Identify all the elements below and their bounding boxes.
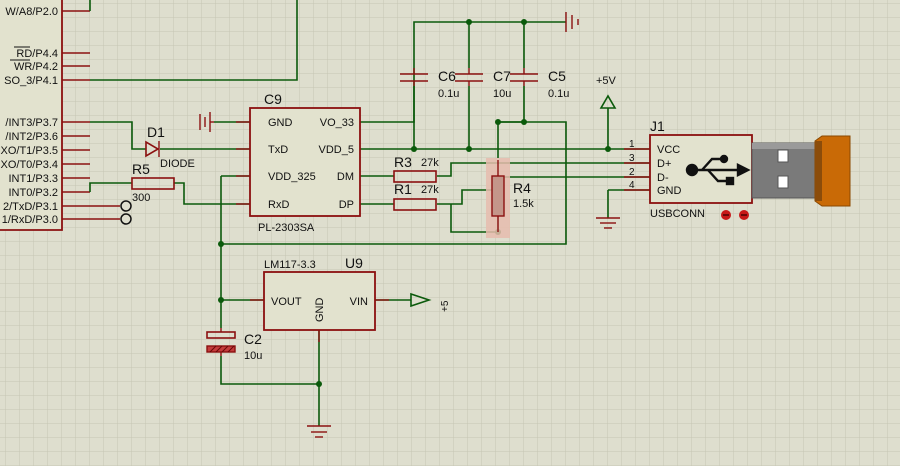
c6-value: 0.1u (438, 88, 459, 100)
mcu-pin-label: /INT2/P3.6 (5, 131, 58, 143)
usb-connector-j1[interactable]: J1 USBCONN VCC D+ D- GND 1 3 2 4 (624, 118, 753, 220)
c9-pin-vo33: VO_33 (320, 117, 354, 129)
plus5v-label: +5V (596, 75, 617, 87)
c9-pin-gnd: GND (268, 117, 293, 129)
capacitor-c6-top[interactable] (400, 68, 428, 86)
c9-pin-txd: TxD (268, 144, 288, 156)
c2-ref: C2 (244, 331, 262, 347)
c6-ref: C6 (438, 68, 456, 84)
ground-symbol-c9[interactable] (199, 112, 214, 132)
j1-pin-number: 1 (629, 139, 635, 150)
ground-symbol-usb[interactable] (596, 217, 620, 229)
c9-pin-vdd325: VDD_325 (268, 171, 316, 183)
test-point-txd[interactable] (120, 200, 132, 212)
ground-symbol-top[interactable] (565, 12, 579, 32)
j1-pin-number: 2 (629, 167, 635, 178)
capacitor-c2[interactable]: C2 10u (206, 328, 262, 362)
j1-pin-dminus: D- (657, 172, 669, 184)
j1-pin-number: 3 (629, 153, 635, 164)
mcu-pin-label: /INT3/P3.7 (5, 117, 58, 129)
c7-value: 10u (493, 88, 511, 100)
regulator-u9[interactable]: LM117-3.3 U9 VOUT VIN GND (250, 255, 389, 342)
j1-pin-gnd: GND (657, 185, 682, 197)
c7-ref: C7 (493, 68, 511, 84)
capacitor-c6[interactable]: C6 0.1u (438, 68, 483, 100)
d1-ref: D1 (147, 124, 165, 140)
capacitor-c7[interactable]: C7 10u (493, 68, 538, 100)
test-point-rxd[interactable] (120, 213, 132, 225)
c9-pin-vdd5: VDD_5 (319, 144, 354, 156)
r4-value: 1.5k (513, 198, 534, 210)
mcu-pin-label: INT0/P3.2 (8, 187, 58, 199)
j1-pin-dplus: D+ (657, 158, 671, 170)
c5-value: 0.1u (548, 88, 569, 100)
u9-ref: U9 (345, 255, 363, 271)
mcu-partial[interactable]: W/A8/P2.0 RD/P4.4 WR/P4.2 SO_3/P4.1 /INT… (0, 0, 120, 231)
ground-symbol-bottom[interactable] (307, 425, 331, 438)
r5-value: 300 (132, 192, 150, 204)
u9-pin-vout: VOUT (271, 296, 302, 308)
usb-icon (685, 154, 751, 186)
mcu-pin-label: 1/RxD/P3.0 (2, 214, 58, 226)
r4-ref: R4 (513, 180, 531, 196)
mcu-pin-label: XO/T1/P3.5 (1, 145, 58, 157)
u9-part: LM117-3.3 (264, 259, 316, 271)
resistor-r4[interactable]: R4 1.5k (486, 158, 534, 238)
resistor-r1[interactable]: R1 27k (393, 181, 439, 211)
r3-ref: R3 (394, 154, 412, 170)
c2-value: 10u (244, 350, 262, 362)
resistor-r5[interactable]: R5 300 (131, 161, 175, 204)
mcu-pin-label: INT1/P3.3 (8, 173, 58, 185)
c9-ref: C9 (264, 91, 282, 107)
c9-pin-rxd: RxD (268, 199, 289, 211)
ic-c9-pl2303sa[interactable]: C9 PL-2303SA GND TxD VDD_325 RxD VO_33 V… (236, 91, 361, 234)
plus5-label: +5 (440, 300, 451, 312)
j1-pin-vcc: VCC (657, 144, 680, 156)
resistor-r3[interactable]: R3 27k (393, 154, 439, 183)
j1-pin-number: 4 (629, 180, 635, 191)
mcu-pin-label: RD/P4.4 (16, 48, 58, 60)
r5-ref: R5 (132, 161, 150, 177)
u9-pin-vin: VIN (350, 296, 368, 308)
connector-status-icon (721, 210, 749, 220)
mcu-pin-label: 2/TxD/P3.1 (3, 201, 58, 213)
r1-ref: R1 (394, 181, 412, 197)
c9-pin-dp: DP (339, 199, 354, 211)
power-5v-symbol[interactable]: +5V (596, 75, 617, 109)
usb-plug-graphic (751, 135, 851, 207)
mcu-pin-label: SO_3/P4.1 (4, 75, 58, 87)
mcu-pin-label: XO/T0/P3.4 (1, 159, 58, 171)
j1-ref: J1 (650, 118, 665, 134)
c9-pin-dm: DM (337, 171, 354, 183)
diode-d1[interactable]: D1 DIODE (145, 124, 195, 170)
j1-part: USBCONN (650, 208, 705, 220)
power-5-symbol[interactable]: +5 (410, 292, 451, 312)
u9-pin-gnd: GND (314, 298, 326, 323)
c9-part: PL-2303SA (258, 222, 315, 234)
mcu-pin-label: W/A8/P2.0 (5, 6, 58, 18)
c5-ref: C5 (548, 68, 566, 84)
r1-value: 27k (421, 184, 439, 196)
mcu-pin-label: WR/P4.2 (14, 61, 58, 73)
d1-value: DIODE (160, 158, 195, 170)
r3-value: 27k (421, 157, 439, 169)
